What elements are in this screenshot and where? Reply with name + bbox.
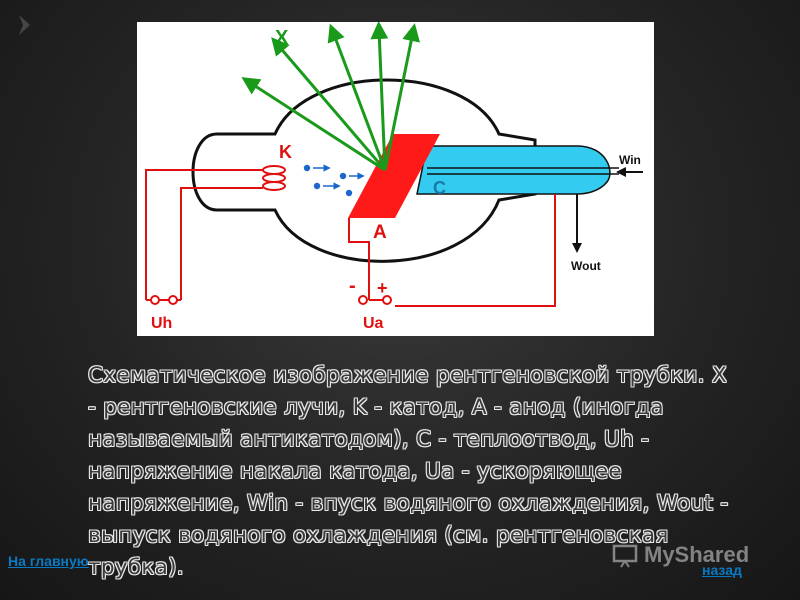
terminals [150, 295, 392, 305]
heat-sink [416, 145, 619, 195]
accel-voltage-label: Ua [363, 315, 384, 332]
presentation-icon [612, 544, 638, 568]
x-rays-label: X [275, 27, 289, 49]
home-link[interactable]: На главную [8, 553, 89, 569]
heater-voltage-label: Uh [151, 315, 172, 332]
anode-label: A [373, 222, 387, 243]
watermark-text: MyShared [644, 542, 750, 567]
water-cooling [572, 167, 643, 253]
heat-sink-label: C [433, 178, 446, 198]
electron-beam [303, 164, 365, 197]
anode [348, 134, 440, 218]
xray-tube-diagram: X K A C Win Wout Uh Ua - + [137, 22, 654, 336]
back-link[interactable]: назад [702, 562, 742, 578]
cathode-label: K [279, 142, 292, 162]
chevron-right-icon [19, 15, 30, 35]
minus-sign: - [349, 275, 356, 297]
x-ray-beams [241, 22, 421, 172]
water-in-label: Win [619, 153, 641, 167]
water-out-label: Wout [571, 259, 601, 273]
watermark: MyShared [612, 540, 749, 570]
plus-sign: + [377, 278, 388, 298]
cathode-filament [262, 165, 286, 191]
diagram-caption: Схематическое изображение рентгеновской … [88, 363, 729, 580]
